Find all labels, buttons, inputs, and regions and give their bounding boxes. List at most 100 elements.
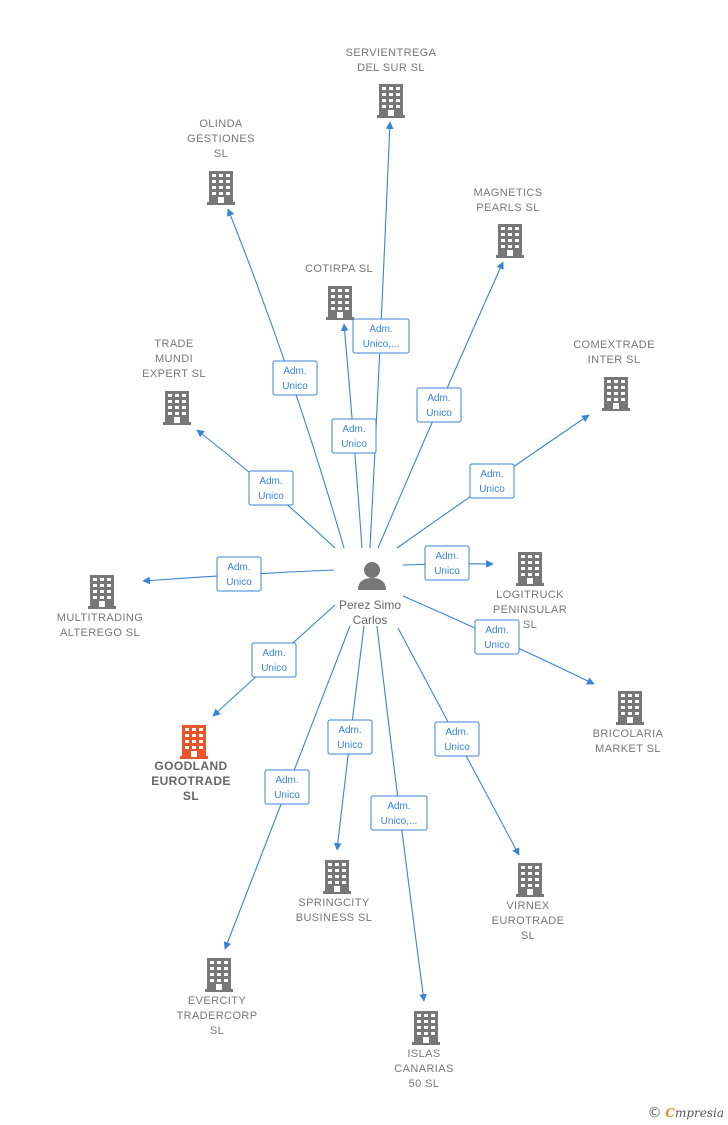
role-text: Unico <box>479 484 505 495</box>
role-box <box>474 619 520 655</box>
company-name-line: EUROTRADE <box>151 774 231 788</box>
company-name-line: SL <box>523 619 537 631</box>
role-text: Adm. <box>480 469 503 480</box>
role-text: Adm. <box>485 625 508 636</box>
building-icon <box>88 575 116 609</box>
role-badge-springcity[interactable]: Adm. Unico <box>327 719 373 755</box>
role-text: Unico <box>282 381 308 392</box>
role-badge-logitruck[interactable]: Adm.Unico <box>424 545 470 581</box>
role-text: Unico,... <box>381 816 418 827</box>
role-badge-trade-mundi[interactable]: Adm. Unico <box>248 470 294 506</box>
company-name-line: GOODLAND <box>154 759 227 773</box>
company-name-line: SL <box>521 930 535 942</box>
company-name-line: 50 SL <box>409 1078 440 1090</box>
company-name-line: OLINDA <box>199 118 243 130</box>
company-name-line: PENINSULAR <box>493 604 567 616</box>
role-box <box>370 795 428 831</box>
role-text: Adm. <box>283 366 306 377</box>
company-node-logitruck[interactable]: LOGITRUCK PENINSULAR SL <box>493 552 567 631</box>
role-text: Unico <box>341 439 367 450</box>
role-box <box>434 721 480 757</box>
building-icon <box>207 171 235 205</box>
role-box <box>331 418 377 454</box>
role-text: Adm. <box>369 324 392 335</box>
building-icon <box>323 860 351 894</box>
building-icon <box>602 377 630 411</box>
person-name-line-2: Carlos <box>353 613 388 627</box>
role-badge-comextrade[interactable]: Adm. Unico <box>469 463 515 499</box>
building-icon <box>516 552 544 586</box>
company-node-virnex[interactable]: VIRNEX EUROTRADE SL <box>492 863 565 942</box>
building-icon <box>412 1011 440 1045</box>
company-name-line: MUNDI <box>155 353 193 365</box>
company-name-line: COMEXTRADE <box>573 339 655 351</box>
role-badge-cotirpa[interactable]: Adm. Unico <box>331 418 377 454</box>
person-name-line-1: Perez Simo <box>339 598 401 612</box>
company-name-line: ALTEREGO SL <box>60 627 140 639</box>
role-text: Adm. <box>338 725 361 736</box>
building-icon <box>180 725 208 759</box>
company-name-line: CANARIAS <box>394 1063 453 1075</box>
role-box <box>416 387 462 423</box>
company-name-line: LOGITRUCK <box>496 589 564 601</box>
role-badge-servientrega[interactable]: Adm. Unico,... <box>352 318 410 354</box>
company-name-line: SPRINGCITY <box>298 897 369 909</box>
company-name-line: DEL SUR SL <box>357 62 425 74</box>
company-node-olinda[interactable]: OLINDA GESTIONES SL <box>187 118 255 205</box>
role-badge-evercity[interactable]: Adm.Unico <box>264 769 310 805</box>
role-badge-virnex[interactable]: Adm.Unico <box>434 721 480 757</box>
company-name-line: TRADE <box>154 338 193 350</box>
company-node-magnetics[interactable]: MAGNETICS PEARLS SL <box>474 187 543 258</box>
role-text: Adm. <box>387 801 410 812</box>
building-icon <box>205 958 233 992</box>
role-text: Unico <box>258 491 284 502</box>
company-name-line: COTIRPA SL <box>305 263 373 275</box>
role-text: Unico <box>261 663 287 674</box>
role-badge-olinda[interactable]: Adm. Unico <box>272 360 318 396</box>
role-box <box>327 719 373 755</box>
company-name-line: VIRNEX <box>506 900 550 912</box>
role-text: Adm. <box>262 648 285 659</box>
person-node[interactable]: Perez Simo Carlos <box>339 562 401 627</box>
company-name-line: SL <box>214 148 228 160</box>
role-badge-bricolaria[interactable]: Adm. Unico <box>474 619 520 655</box>
company-name-line: PEARLS SL <box>476 202 540 214</box>
company-name-line: BRICOLARIA <box>593 728 664 740</box>
role-text: Adm. <box>342 424 365 435</box>
role-box <box>352 318 410 354</box>
company-name-line: GESTIONES <box>187 133 255 145</box>
role-text: Unico <box>426 408 452 419</box>
company-node-servientrega[interactable]: SERVIENTREGA DEL SUR SL <box>346 47 437 118</box>
company-node-comextrade[interactable]: COMEXTRADE INTER SL <box>573 339 655 411</box>
company-name-line: EUROTRADE <box>492 915 565 927</box>
role-text: Unico <box>337 740 363 751</box>
company-name-line: INTER SL <box>588 354 641 366</box>
role-text: Adm. <box>445 727 468 738</box>
role-text: Unico <box>484 640 510 651</box>
role-text: Unico,... <box>363 339 400 350</box>
role-text: Adm. <box>259 476 282 487</box>
role-box <box>251 642 297 678</box>
role-text: Unico <box>274 790 300 801</box>
company-name-line: TRADERCORP <box>176 1010 257 1022</box>
role-box <box>216 556 262 592</box>
role-badge-multitrading[interactable]: Adm.Unico <box>216 556 262 592</box>
company-node-islas[interactable]: ISLAS CANARIAS 50 SL <box>394 1011 453 1090</box>
company-name-line: ISLAS <box>407 1048 440 1060</box>
building-icon <box>516 863 544 897</box>
role-badge-islas[interactable]: Adm. Unico,... <box>370 795 428 831</box>
brand-first-letter: C <box>665 1106 675 1120</box>
role-badge-magnetics[interactable]: Adm.Unico <box>416 387 462 423</box>
role-badge-goodland[interactable]: Adm. Unico <box>251 642 297 678</box>
company-name-line: SERVIENTREGA <box>346 47 437 59</box>
company-name-line: MAGNETICS <box>474 187 543 199</box>
company-node-cotirpa[interactable]: COTIRPA SL <box>305 263 373 320</box>
role-text: Unico <box>434 566 460 577</box>
role-box <box>248 470 294 506</box>
